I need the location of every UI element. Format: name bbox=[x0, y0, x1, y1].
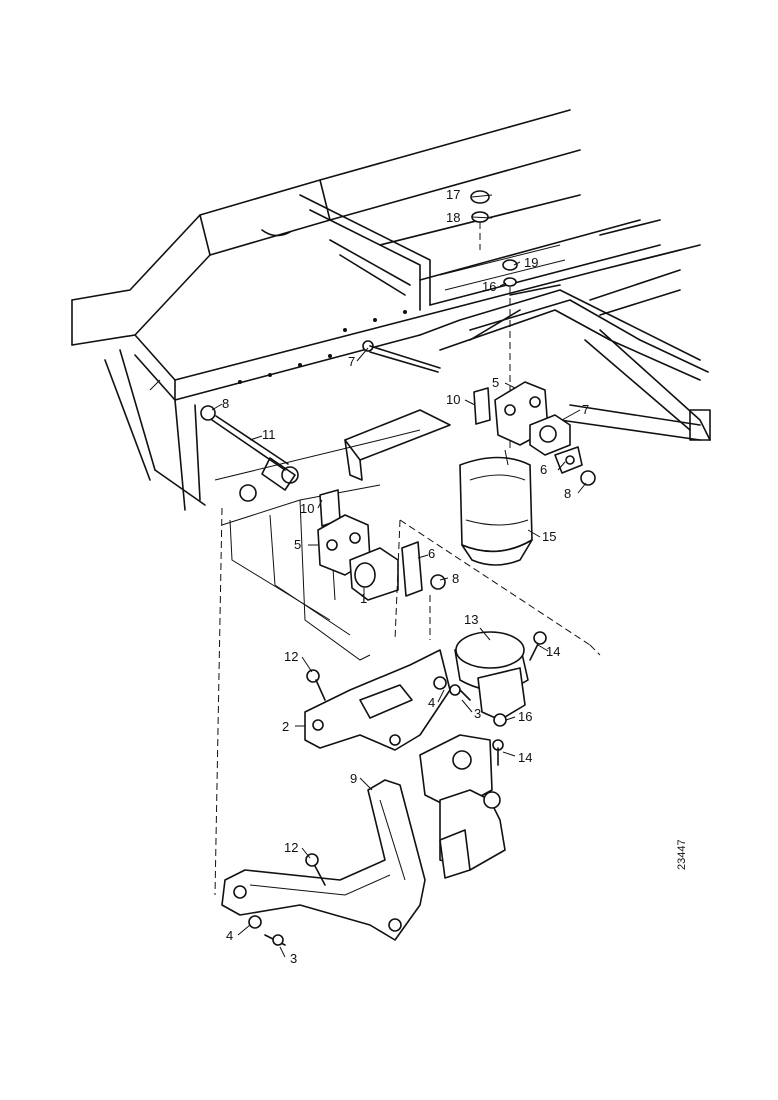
callout-19: 19 bbox=[524, 255, 539, 270]
document-number: 23447 bbox=[676, 839, 688, 870]
callout-6-left: 6 bbox=[428, 546, 436, 561]
callout-18: 18 bbox=[446, 210, 461, 225]
callout-7-right: 7 bbox=[582, 402, 590, 417]
callout-3-upper: 3 bbox=[474, 706, 482, 721]
callout-11: 11 bbox=[262, 427, 276, 442]
callout-4-upper: 4 bbox=[428, 695, 436, 710]
air-spring-15 bbox=[459, 449, 533, 566]
callout-9: 9 bbox=[350, 771, 358, 786]
bracket-2 bbox=[304, 649, 471, 751]
callout-7-upper-bolt: 7 bbox=[348, 354, 356, 369]
leader-lines bbox=[211, 194, 587, 958]
callout-4-lower: 4 bbox=[226, 928, 234, 943]
callout-1: 1 bbox=[360, 591, 368, 606]
callout-16-top: 16 bbox=[482, 279, 497, 294]
callout-10-left: 10 bbox=[300, 501, 315, 516]
callout-14-lower: 14 bbox=[518, 750, 533, 765]
callout-8-right: 8 bbox=[564, 486, 572, 501]
callout-6-right: 6 bbox=[540, 462, 548, 477]
callout-16-lower: 16 bbox=[518, 709, 533, 724]
tie-rod-11 bbox=[200, 405, 296, 491]
callout-17: 17 bbox=[446, 187, 461, 202]
callout-5-right: 5 bbox=[492, 375, 500, 390]
callout-15: 15 bbox=[542, 529, 557, 544]
assembly-outline bbox=[214, 507, 601, 896]
callout-5-left: 5 bbox=[294, 537, 302, 552]
axle-mount bbox=[419, 713, 507, 879]
callout-10-right: 10 bbox=[446, 392, 461, 407]
upper-left-bracket bbox=[317, 489, 446, 601]
cap-13 bbox=[454, 631, 547, 721]
lower-arm-9 bbox=[221, 779, 426, 946]
callout-8-left-bracket: 8 bbox=[452, 571, 460, 586]
callout-14-upper: 14 bbox=[546, 644, 561, 659]
callout-12-upper: 12 bbox=[284, 649, 299, 664]
callout-13: 13 bbox=[464, 612, 479, 627]
upper-bolt-7 bbox=[362, 340, 441, 373]
callout-8-left-nut: 8 bbox=[222, 396, 230, 411]
callout-2: 2 bbox=[282, 719, 290, 734]
callout-3-lower: 3 bbox=[290, 951, 298, 966]
callout-12-lower: 12 bbox=[284, 840, 299, 855]
upper-right-bracket bbox=[473, 381, 596, 486]
